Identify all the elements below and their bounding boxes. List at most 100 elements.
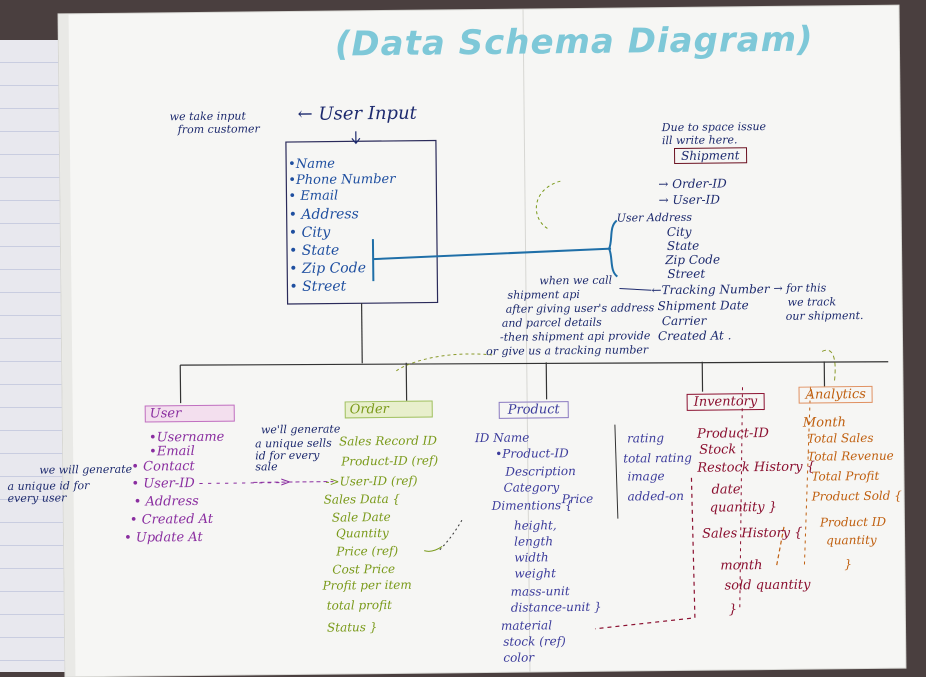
inventory-sales-history: Sales History { [701,525,803,542]
analytics-quantity: quantity [826,532,877,548]
shipment-tracking: ←Tracking Number [651,281,770,298]
order-user-id: ->User-ID (ref) [325,473,418,489]
product-divider [614,424,619,519]
shipment-carrier: Carrier [661,313,707,329]
api-note-6: or give us a tracking number [486,343,649,358]
user-created-at: • Created At [129,511,214,528]
user-email: •Email [149,444,195,460]
api-note-4: and parcel details [501,315,602,330]
analytics-month: Month [802,415,847,431]
shipment-state: State [666,238,700,254]
product-length: length [514,534,554,549]
user-note-3: every user [7,491,67,505]
address-link-line [371,239,612,282]
product-color: color [503,650,535,665]
analytics-product-id: Product ID [819,514,887,530]
inventory-header: Inventory [686,393,765,411]
inventory-stock: Stock [699,442,737,458]
shipment-order-id: → Order-ID [658,176,727,192]
connector-lines [179,131,889,630]
api-note-3: after giving user's address [505,301,655,316]
analytics-total-profit: Total Profit [811,468,880,484]
user-input-note-1: we take input [169,109,246,124]
api-note-2: shipment api [507,287,580,302]
product-category: Category [503,480,560,495]
order-sales-record-id: Sales Record ID [338,433,438,449]
order-cost-price: Cost Price [332,561,396,577]
shipment-user-address: User Address [616,210,693,225]
field-street: • Street [289,278,347,296]
product-added-on: added-on [627,488,685,504]
product-material: material [500,618,553,633]
analytics-total-revenue: Total Revenue [807,448,894,464]
order-note-4: sale [255,460,278,474]
inventory-restock-history: Restock History { [697,459,816,476]
field-city: • City [288,224,331,242]
product-stock: stock (ref) [503,634,566,649]
shipment-brace [607,219,619,278]
shipment-street: Street [667,266,706,282]
order-profit-per-item: Profit per item [322,577,412,593]
product-dimensions: Dimentions { [491,498,573,513]
track-note-1: → for this [773,281,827,295]
shipment-zip: Zip Code [665,252,721,268]
trunk-stem [360,303,363,364]
analytics-link [821,349,836,382]
inventory-dash [739,387,743,608]
inventory-restock-date: date [711,482,741,498]
order-sale-date: Sale Date [331,509,391,525]
inventory-restock-quantity: quantity } [709,499,778,516]
product-weight: weight [514,566,556,581]
product-mass-unit: mass-unit [510,584,570,599]
price-link [438,519,463,551]
order-note-1: we'll generate [260,422,341,437]
shipment-note-2: ill write here. [661,133,738,148]
shipment-created-at: Created At . [657,328,732,344]
order-sales-data: Sales Data { [323,491,401,507]
user-header: User [144,404,235,423]
inventory-product-id: Product-ID [696,426,770,442]
api-note-5: -then shipment api provide [499,329,651,344]
analytics-close-brace: } [844,557,853,572]
shipment-user-id: → User-ID [658,192,721,208]
shipment-note-1: Due to space issue [661,120,767,135]
order-status: Status } [326,620,378,635]
order-link [396,353,493,372]
field-email: • Email [288,188,339,205]
analytics-dash [803,386,811,567]
product-image: image [627,469,665,484]
userid-link [253,481,334,483]
analytics-product-sold: Product Sold { [811,488,902,504]
branch-lines [179,361,826,404]
shipment-date: Shipment Date [657,298,749,314]
inventory-sales-month: month [720,558,763,574]
product-height: height, [513,518,557,533]
user-address: • Address [133,493,199,510]
product-id-name: ID Name [474,430,530,446]
product-description: Description [505,464,576,479]
field-name: •Name [288,156,336,173]
user-username: •Username [148,429,225,446]
user-id: • User-ID - - - - - - - - - -> [131,475,291,492]
user-updated-at: • Update At [123,529,203,546]
shipment-city: City [666,224,692,240]
user-input-label: ← User Input [297,102,417,125]
user-input-note-2: from customer [177,122,260,137]
diagram-paper: (Data Schema Diagram) we take input from… [7,5,906,677]
order-header: Order [344,400,433,419]
product-rating: rating [626,431,665,446]
order-total-profit: total profit [326,597,392,613]
order-quantity: Quantity [335,525,389,541]
api-note-1: when we call [539,273,613,288]
user-contact: • Contact [131,459,195,475]
user-input-arrow [351,131,361,145]
field-phone: •Phone Number [288,171,396,189]
diagram-title: (Data Schema Diagram) [334,19,814,65]
order-price: Price (ref) [336,543,399,559]
field-state: • State [288,242,340,260]
shipment-header: Shipment [673,147,747,164]
tracking-arrow [619,288,652,291]
field-zip: • Zip Code [289,260,367,278]
track-note-2: we track [787,295,837,309]
field-address: • Address [288,206,359,224]
